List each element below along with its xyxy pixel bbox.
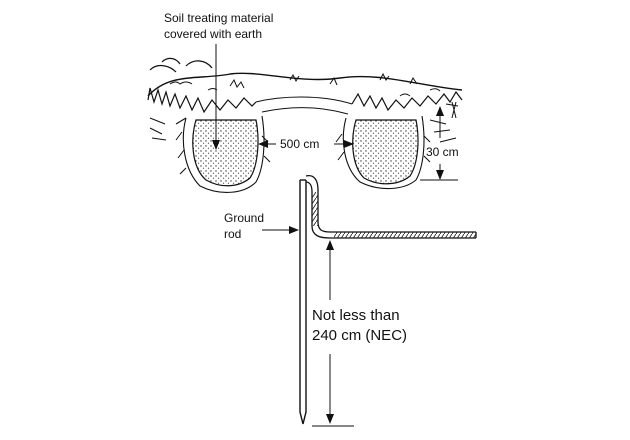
length-label-line1: Not less than bbox=[312, 307, 400, 324]
spacing-dimension bbox=[258, 140, 354, 148]
left-trench bbox=[175, 115, 271, 193]
grounding-conductor bbox=[305, 174, 477, 239]
depth-label: 30 cm bbox=[426, 145, 459, 159]
soil-callout bbox=[212, 44, 220, 150]
length-label-line2: 240 cm (NEC) bbox=[312, 327, 407, 344]
length-dimension bbox=[312, 240, 354, 427]
soil-label-line2: covered with earth bbox=[164, 27, 262, 41]
ground-rod bbox=[299, 179, 307, 425]
ground-surface bbox=[147, 57, 463, 143]
rod-label-line2: rod bbox=[224, 227, 241, 241]
right-trench bbox=[335, 115, 431, 190]
depth-dimension bbox=[420, 106, 458, 181]
spacing-label: 500 cm bbox=[280, 137, 319, 151]
rod-label-line1: Ground bbox=[224, 211, 264, 225]
rod-leader bbox=[262, 226, 299, 234]
soil-label-line1: Soil treating material bbox=[164, 11, 273, 25]
